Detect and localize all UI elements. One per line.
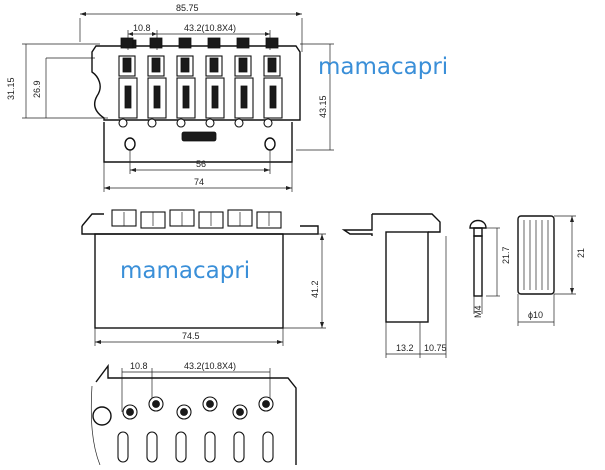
saddle-screw	[180, 57, 190, 73]
tuning-post	[236, 37, 250, 49]
dim-screw-thread: M4	[473, 305, 483, 318]
dim-mount-spacing: 56	[196, 159, 206, 169]
saddle-slot	[240, 85, 248, 109]
bottom-screw-head	[152, 400, 160, 408]
intonation-screw	[176, 118, 186, 128]
watermark-top: mamacapri	[318, 54, 448, 80]
saddle-screw	[209, 57, 219, 73]
top-view: 85.75 10.8 43.2(10.8X4) 31.15 26.9 43.15	[6, 3, 334, 192]
tuning-post	[178, 37, 192, 49]
saddle-screw	[238, 57, 248, 73]
dim-bottom-spacing: 43.2(10.8X4)	[184, 361, 236, 371]
spring-coils	[523, 220, 549, 290]
dim-base-width: 74	[194, 177, 204, 187]
front-view: 41.2 74.5	[81, 209, 326, 346]
intonation-screw	[234, 118, 244, 128]
bottom-slot	[262, 431, 274, 463]
dim-height-31: 31.15	[6, 77, 16, 100]
bottom-slot	[204, 431, 216, 463]
watermark-middle: mamacapri	[120, 258, 250, 284]
saddle-screw	[122, 57, 132, 73]
bottom-screw-head	[180, 408, 188, 416]
bottom-slot	[175, 431, 187, 463]
dim-side-a: 13.2	[396, 343, 414, 353]
dim-height-26: 26.9	[32, 80, 42, 98]
screw-view: 21.7 M4	[469, 219, 511, 318]
bottom-screw-pairs	[122, 396, 274, 420]
saddle-screw	[267, 57, 277, 73]
tuning-post	[149, 37, 163, 49]
bottom-slots	[117, 431, 274, 463]
spring-view: 21 ϕ10	[517, 215, 586, 326]
dim-spring-diameter: ϕ10	[528, 310, 543, 320]
saddle-slot	[211, 85, 219, 109]
saddles-front	[111, 209, 282, 229]
dim-block-height: 41.2	[310, 280, 320, 298]
bottom-slot	[233, 431, 245, 463]
dim-screw-length: 21.7	[501, 246, 511, 264]
saddle-screw	[151, 57, 161, 73]
intonation-screw	[205, 118, 215, 128]
bottom-screw-head	[126, 408, 134, 416]
bottom-screw-head	[236, 408, 244, 416]
intonation-screw	[118, 118, 128, 128]
tuning-post	[265, 37, 279, 49]
saddle-slot	[182, 85, 190, 109]
saddle-slot	[153, 85, 161, 109]
tuning-post	[120, 37, 134, 49]
bottom-view: 10.8 43.2(10.8X4)	[90, 361, 297, 466]
dim-spring-length: 21	[576, 248, 586, 258]
intonation-screw	[147, 118, 157, 128]
saddle-slot	[124, 85, 132, 109]
dim-side-b: 10.75	[424, 343, 447, 353]
dim-overall-width: 85.75	[176, 3, 199, 13]
dim-string-spacing: 43.2(10.8X4)	[184, 23, 236, 33]
intonation-screw	[263, 118, 273, 128]
saddles-top	[118, 37, 283, 128]
side-view: 13.2 10.75	[341, 213, 447, 358]
saddle-slot	[269, 85, 277, 109]
tuning-post	[207, 37, 221, 49]
dim-string-first: 10.8	[133, 23, 151, 33]
bottom-slot	[146, 431, 158, 463]
bottom-slot	[117, 431, 129, 463]
bottom-screw-head	[262, 400, 270, 408]
dim-bottom-first: 10.8	[130, 361, 148, 371]
bottom-screw-head	[206, 400, 214, 408]
dim-height-43: 43.15	[318, 95, 328, 118]
dim-block-width: 74.5	[182, 331, 200, 341]
